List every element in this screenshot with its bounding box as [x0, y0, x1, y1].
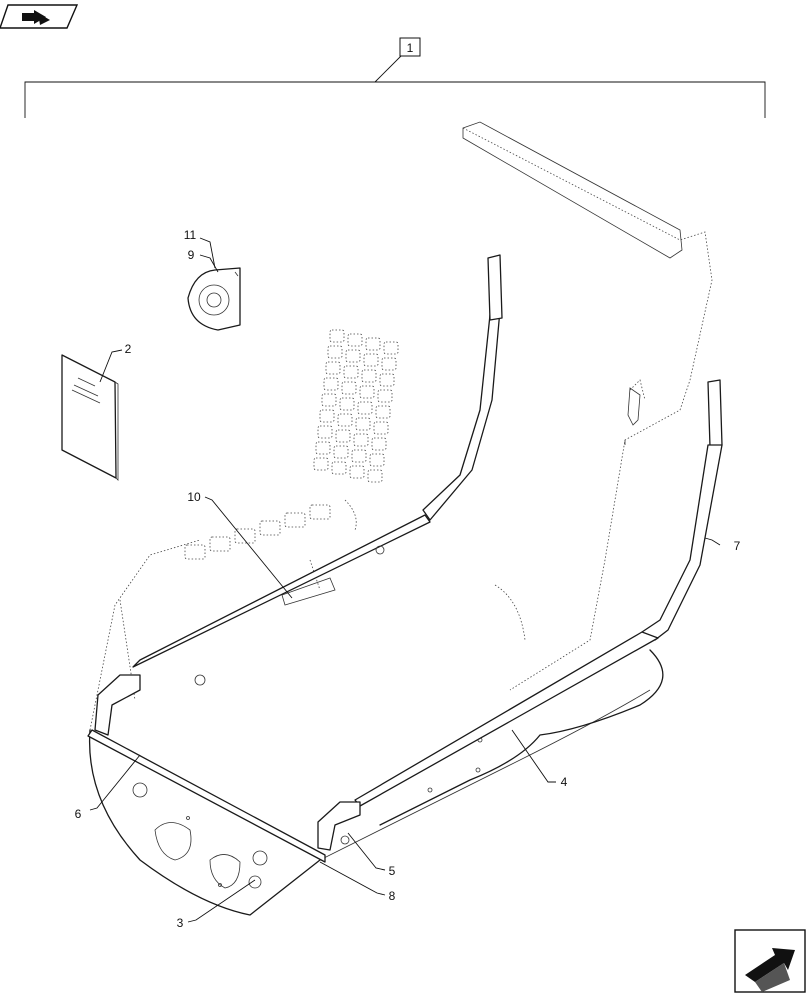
tread-cell: [259, 520, 281, 536]
tread-cell: [349, 465, 365, 479]
callout-1: 1: [407, 41, 414, 55]
tread-cell: [361, 369, 377, 383]
tread-cell: [234, 528, 256, 544]
tread-cell: [345, 349, 361, 363]
tread-cell: [321, 393, 337, 407]
tread-cell: [367, 469, 383, 483]
tread-cell: [323, 377, 339, 391]
tread-cell: [284, 512, 306, 528]
callout-2: 2: [125, 342, 132, 356]
next-page-icon[interactable]: [734, 929, 806, 993]
tread-cell: [331, 461, 347, 475]
tread-cell: [365, 337, 381, 351]
callout-10: 10: [187, 490, 201, 504]
callout-11: 11: [184, 228, 197, 242]
tread-cell: [369, 453, 385, 467]
tread-cell: [347, 333, 363, 347]
tread-cell: [209, 536, 231, 552]
tread-cell: [327, 345, 343, 359]
callout-9: 9: [188, 248, 195, 262]
tread-cell: [319, 409, 335, 423]
callout-8: 8: [389, 889, 396, 903]
tread-cell: [371, 437, 387, 451]
tread-cell: [359, 385, 375, 399]
tread-cell: [363, 353, 379, 367]
tread-cell: [317, 425, 333, 439]
tread-cell: [339, 397, 355, 411]
tread-cell: [373, 421, 389, 435]
tread-cell: [325, 361, 341, 375]
right-trim-strip: [317, 379, 723, 851]
leader-lines: [89, 237, 721, 923]
tread-cell: [313, 457, 329, 471]
tread-cell: [353, 433, 369, 447]
tread-pattern: [184, 329, 399, 560]
manual-booklet: [61, 354, 119, 481]
tread-cell: [184, 544, 206, 560]
callout-3: 3: [177, 916, 184, 930]
tread-cell: [337, 413, 353, 427]
tread-cell: [375, 405, 391, 419]
tread-cell: [333, 445, 349, 459]
callout-7: 7: [734, 539, 741, 553]
tread-cell: [341, 381, 357, 395]
knob-part: [187, 267, 241, 331]
tread-cell: [379, 373, 395, 387]
tread-cell: [381, 357, 397, 371]
tread-cell: [343, 365, 359, 379]
assembly-bracket: 1: [24, 37, 766, 118]
seatbelt-buckles: [194, 387, 641, 686]
tread-cell: [357, 401, 373, 415]
tread-cell: [335, 429, 351, 443]
callout-4: 4: [561, 775, 568, 789]
tread-cell: [383, 341, 399, 355]
front-trim-strip: [87, 729, 326, 863]
callout-5: 5: [389, 864, 396, 878]
tread-cell: [309, 504, 331, 520]
tread-cell: [315, 441, 331, 455]
tread-cell: [329, 329, 345, 343]
tread-cell: [355, 417, 371, 431]
tread-cell: [377, 389, 393, 403]
left-trim-strip: [94, 254, 503, 736]
tread-cell: [351, 449, 367, 463]
callout-6: 6: [75, 807, 82, 821]
prev-page-icon[interactable]: [0, 4, 79, 29]
